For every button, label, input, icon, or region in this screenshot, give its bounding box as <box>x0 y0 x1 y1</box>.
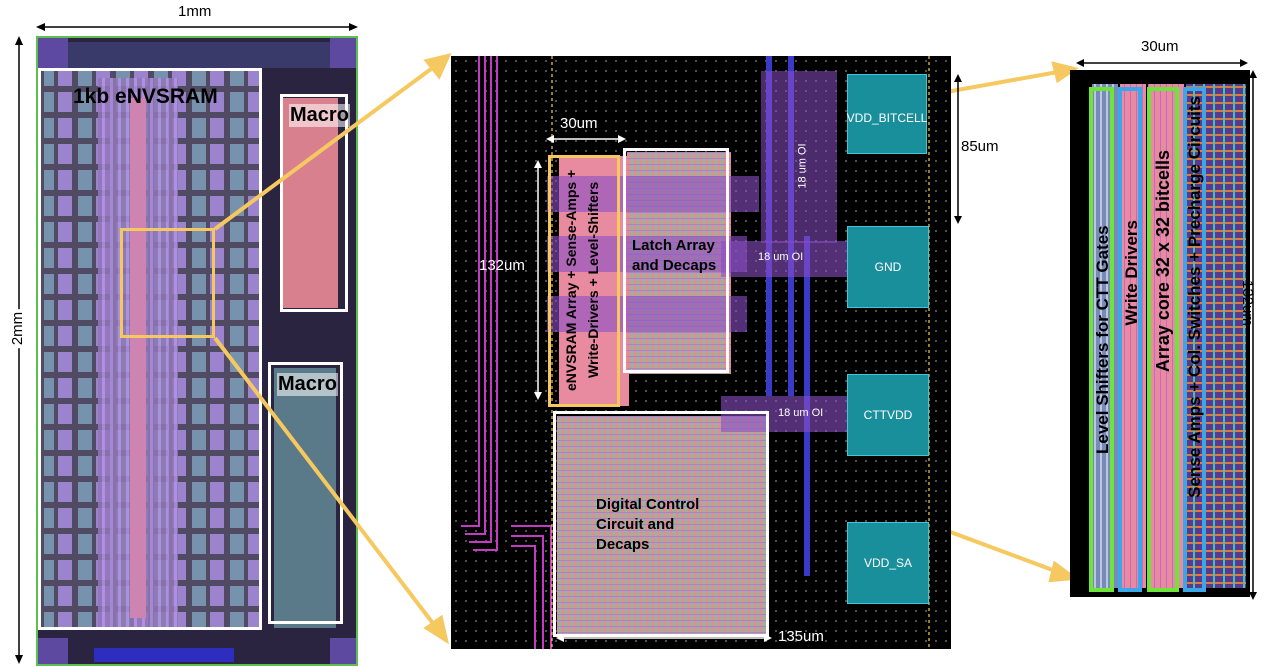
right-col-write-drivers-label: Write Drivers <box>1122 220 1141 326</box>
right-col-sense-amps-box <box>1183 87 1206 592</box>
middle-right-height-label: 85um <box>961 138 999 155</box>
right-col-array-core-label: Array core 32 x 32 bitcells <box>1153 150 1173 373</box>
oi-vertical-label: 18 um OI <box>796 143 809 189</box>
right-col-level-shifters-label: Level Shifters for CTT Gates <box>1093 225 1112 454</box>
block-digital-label: Digital Control Circuit and Decaps <box>596 496 700 553</box>
middle-bottom-width-label: 135um <box>778 628 824 645</box>
middle-top-width-label: 30um <box>560 115 598 132</box>
oi-gnd-label: 18 um OI <box>758 251 804 263</box>
block-envsram-box <box>548 155 620 407</box>
pin-gnd: GND <box>847 226 929 308</box>
oi-ctt-label: 18 um OI <box>778 407 824 419</box>
right-col-sense-amps-label: Sense Amps + Col. Switches + Precharge C… <box>1185 96 1204 498</box>
right-col-array-core-box <box>1147 87 1179 592</box>
right-width-label: 30um <box>1141 38 1179 55</box>
region-macro-bottom-box <box>268 362 343 624</box>
right-col-write-drivers-box <box>1118 87 1142 592</box>
left-height-label: 2mm <box>9 308 27 349</box>
pin-cttvdd: CTTVDD <box>847 374 929 456</box>
left-width-label: 1mm <box>175 3 215 20</box>
pin-vdd-sa: VDD_SA <box>847 522 929 604</box>
region-envsram-box <box>38 68 262 630</box>
right-height-label: 132um <box>1239 280 1256 326</box>
middle-left-height-label: 132um <box>479 257 525 274</box>
block-latch-label: Latch Array and Decaps <box>632 237 717 274</box>
region-macro-top-label: Macro <box>289 104 350 127</box>
region-envsram-label: 1kb eNVSRAM <box>73 85 218 108</box>
right-col-level-shifters-box <box>1089 87 1114 592</box>
block-digital-box <box>553 411 769 637</box>
block-envsram-label: eNVSRAM Array + Sense-Amps + Write-Drive… <box>563 169 601 391</box>
region-macro-bottom-label: Macro <box>277 373 338 396</box>
left-zoom-highlight <box>120 228 215 338</box>
block-latch-box <box>623 148 729 373</box>
pin-vdd-bitcell: VDD_BITCELL <box>847 74 927 154</box>
